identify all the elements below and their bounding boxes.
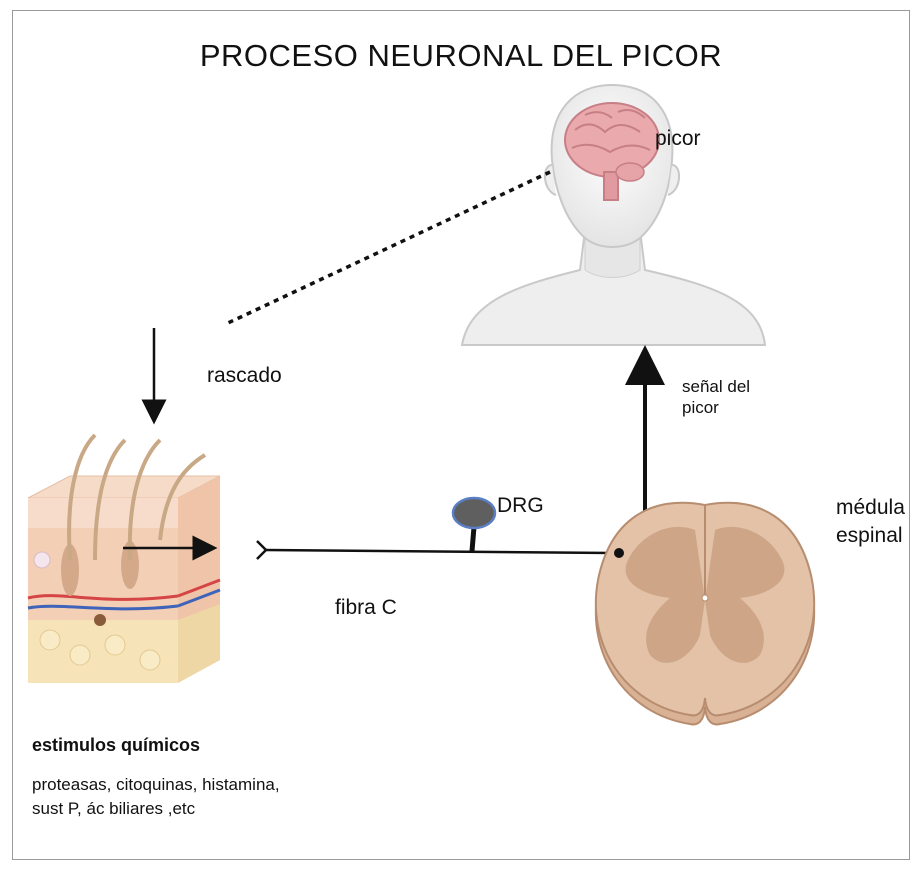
- label-picor: picor: [655, 127, 701, 151]
- label-fibra-c: fibra C: [335, 596, 397, 620]
- label-medula-line1: médula: [836, 496, 905, 520]
- spinal-cord-illustration: [596, 503, 814, 725]
- label-senal-line1: señal del: [682, 377, 750, 397]
- drg-stalk: [472, 527, 474, 551]
- c-fiber: [257, 541, 612, 559]
- synapse-dot: [614, 548, 624, 558]
- skin-illustration: [28, 476, 220, 683]
- label-rascado: rascado: [207, 364, 282, 388]
- label-senal-line2: picor: [682, 398, 719, 418]
- page-title: PROCESO NEURONAL DEL PICOR: [0, 38, 922, 74]
- label-drg: DRG: [497, 494, 544, 518]
- label-medula-line2: espinal: [836, 524, 903, 548]
- stimuli-heading: estimulos químicos: [32, 735, 200, 756]
- drg-ganglion-icon: [453, 498, 495, 528]
- stimuli-description: proteasas, citoquinas, histamina, sust P…: [32, 773, 292, 821]
